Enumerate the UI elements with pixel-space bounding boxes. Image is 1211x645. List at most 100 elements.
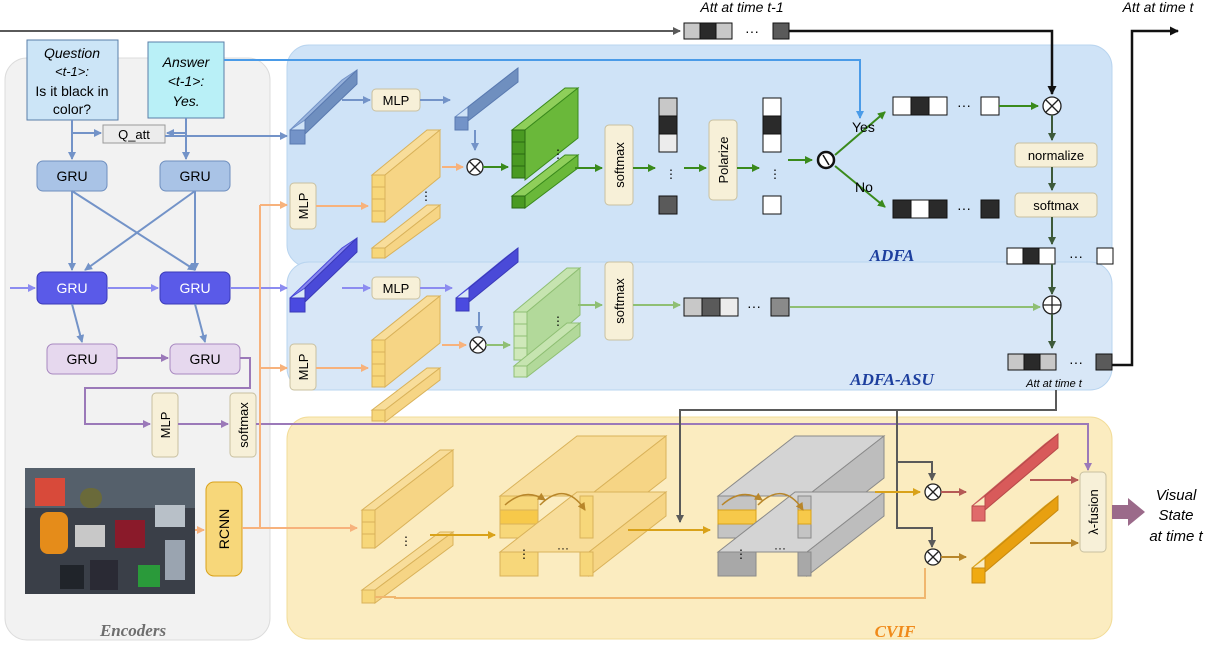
answer-box: [147, 41, 225, 119]
svg-text:GRU: GRU: [179, 280, 210, 296]
multiply-icon-att: [1042, 96, 1062, 116]
svg-text:···: ···: [745, 23, 759, 39]
svg-text:⋮: ⋮: [735, 547, 747, 561]
output-line3: at time t: [1149, 528, 1203, 545]
joint-feature-tensor-adfa: ⋮: [510, 86, 580, 210]
svg-text:MLP: MLP: [383, 281, 410, 296]
question-feature-vector: [289, 68, 358, 145]
multiply-icon-adfa: [466, 158, 484, 176]
history-to-fusion-arrow: [256, 423, 1092, 471]
svg-text:MLP: MLP: [158, 412, 173, 439]
multiply-icon-cvif-1: [924, 483, 942, 501]
svg-text:···: ···: [957, 200, 971, 216]
answer-line2: <t-1>:: [168, 73, 205, 89]
att-prev-to-mult-arrow: [789, 29, 1057, 95]
svg-text:···: ···: [747, 298, 761, 314]
adfa-asu-label: ADFA-ASU: [849, 370, 934, 389]
question-box: [26, 39, 119, 121]
svg-text:Polarize: Polarize: [716, 137, 731, 184]
polarize-box: [708, 119, 738, 201]
q-att-box: [102, 124, 166, 144]
final-attention-vector: ···: [1007, 353, 1113, 371]
adfa-asu-region: [286, 261, 1113, 391]
svg-text:···: ···: [774, 541, 786, 555]
svg-text:normalize: normalize: [1028, 148, 1084, 163]
add-icon: [1042, 295, 1062, 315]
svg-text:⋮: ⋮: [552, 314, 564, 328]
att-prev-label: Att at time t-1: [699, 0, 783, 15]
no-vector: ···: [892, 199, 1000, 219]
dialog-feature-vector: [289, 236, 358, 313]
question-line3: Is it black in: [35, 83, 108, 99]
svg-text:softmax: softmax: [236, 402, 251, 448]
polarized-vector-adfa: ⋮: [762, 97, 782, 215]
softmax-adfa-box: [604, 124, 634, 206]
answer-line3: Yes.: [172, 93, 199, 109]
lambda-fusion-box: [1079, 471, 1107, 553]
image-feature-tensor-asu: [370, 294, 442, 424]
no-label: No: [855, 179, 873, 195]
relation-feature-cube-1: ··· ⋮: [498, 434, 668, 578]
input-image: [25, 468, 195, 594]
svg-text:GRU: GRU: [56, 168, 87, 184]
svg-text:···: ···: [1069, 248, 1083, 264]
att-prev-vector: ···: [683, 22, 790, 40]
svg-text:softmax: softmax: [612, 142, 627, 188]
joint-feature-tensor-asu: ⋮: [512, 266, 582, 379]
yes-label: Yes: [852, 119, 875, 135]
adfa-label: ADFA: [869, 246, 915, 265]
relation-feature-cube-2: ··· ⋮: [716, 434, 886, 578]
svg-text:⋮: ⋮: [769, 167, 781, 181]
svg-text:softmax: softmax: [612, 278, 627, 324]
svg-text:···: ···: [1069, 354, 1083, 370]
svg-text:···: ···: [557, 541, 569, 555]
question-line2: <t-1>:: [55, 64, 89, 79]
cvif-label: CVIF: [875, 622, 916, 641]
svg-text:MLP: MLP: [296, 193, 311, 220]
relational-visual-vector: [971, 432, 1059, 522]
svg-text:GRU: GRU: [56, 280, 87, 296]
switch-icon: [816, 150, 836, 170]
multiply-icon-asu: [469, 336, 487, 354]
adfa-attention-vector: ···: [1006, 247, 1114, 265]
q-att-text: Q_att: [118, 127, 150, 142]
svg-text:⋮: ⋮: [665, 167, 677, 181]
svg-text:λ-fusion: λ-fusion: [1086, 489, 1101, 535]
svg-text:GRU: GRU: [179, 168, 210, 184]
image-feature-tensor-adfa: ⋮: [370, 128, 442, 259]
svg-text:MLP: MLP: [383, 93, 410, 108]
multiply-icon-cvif-2: [924, 548, 942, 566]
svg-text:GRU: GRU: [189, 351, 220, 367]
att-out-arrow: [1112, 26, 1179, 367]
answer-to-yes-arrow: [224, 59, 864, 119]
svg-text:MLP: MLP: [296, 354, 311, 381]
projected-dialog-vector: [455, 246, 519, 312]
output-line2: State: [1158, 507, 1193, 524]
softmax-att-box: [1014, 192, 1098, 218]
asu-attention-vector: ···: [683, 297, 790, 317]
svg-text:⋮: ⋮: [552, 147, 564, 161]
answer-line1: Answer: [162, 54, 211, 70]
att-t-label: Att at time t: [1025, 378, 1083, 390]
question-line4: color?: [53, 101, 91, 117]
svg-text:⋮: ⋮: [420, 189, 432, 203]
att-out-label: Att at time t: [1122, 0, 1195, 15]
region-feature-tensor: ⋮: [360, 448, 455, 604]
svg-text:⋮: ⋮: [400, 534, 412, 548]
output-line1: Visual: [1156, 487, 1197, 504]
svg-text:GRU: GRU: [66, 351, 97, 367]
output-arrow: [1112, 498, 1145, 526]
yes-vector: ···: [892, 96, 1000, 116]
question-line1: Question: [44, 45, 100, 61]
attention-vector-adfa: ⋮: [658, 97, 678, 215]
encoders-label: Encoders: [99, 621, 167, 640]
attended-visual-vector: [971, 494, 1059, 584]
normalize-box: [1014, 142, 1098, 168]
softmax-asu-box: [604, 261, 634, 341]
svg-text:RCNN: RCNN: [216, 509, 232, 549]
svg-text:⋮: ⋮: [518, 547, 530, 561]
projected-question-vector: [454, 66, 519, 131]
svg-text:softmax: softmax: [1033, 198, 1079, 213]
cvif-region: [286, 416, 1113, 640]
